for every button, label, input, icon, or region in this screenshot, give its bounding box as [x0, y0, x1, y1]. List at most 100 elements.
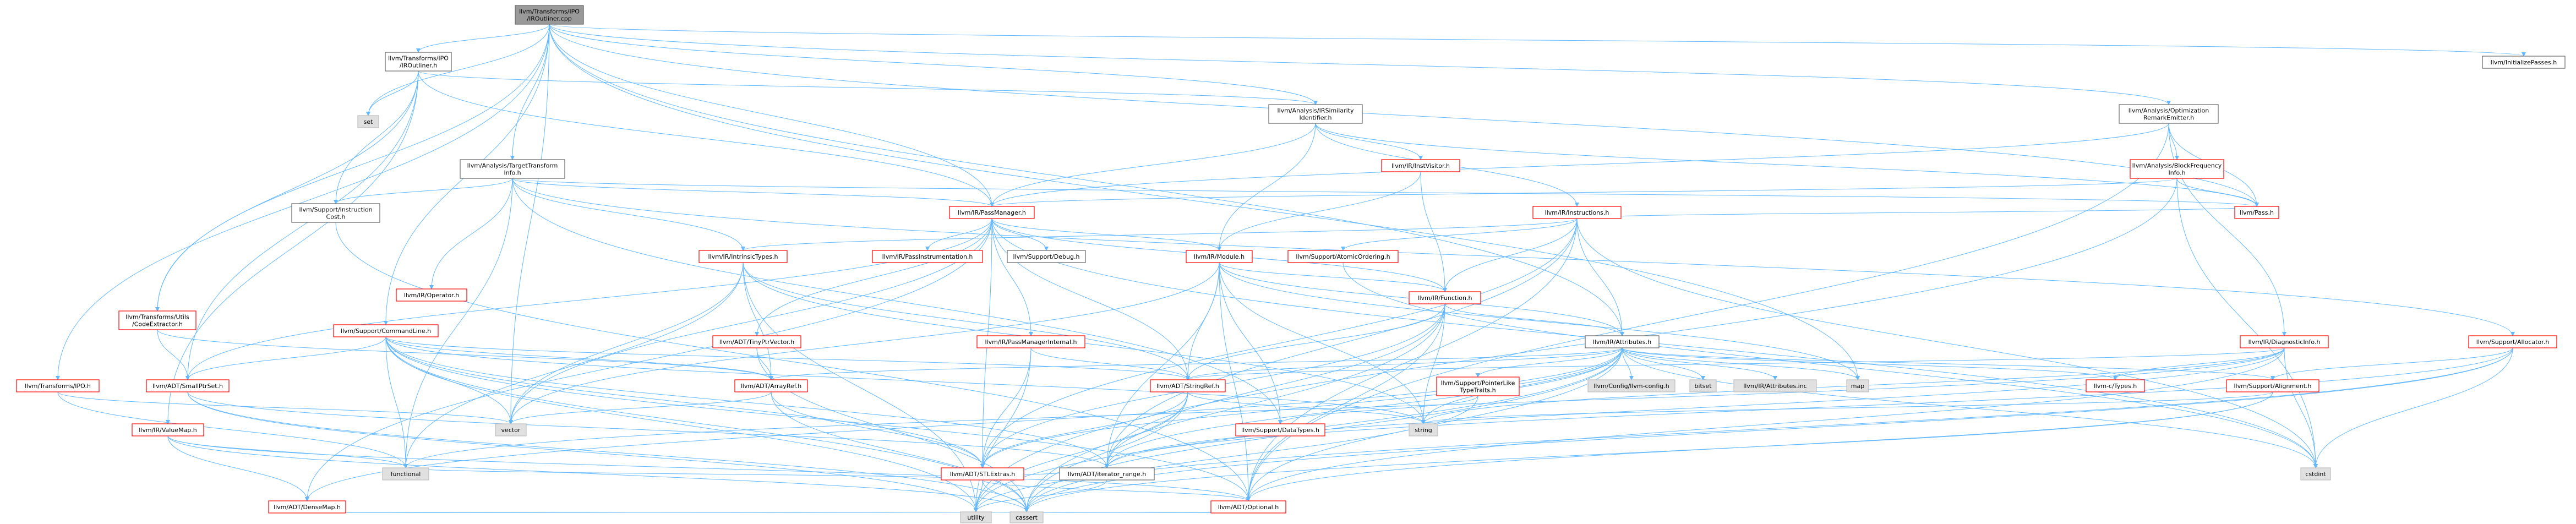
- edge-root-to-set: [366, 24, 550, 116]
- node-arrayref[interactable]: llvm/ADT/ArrayRef.h: [734, 379, 808, 392]
- node-box-tti: [460, 159, 565, 179]
- node-map[interactable]: map: [1846, 379, 1869, 392]
- node-set[interactable]: set: [357, 115, 379, 128]
- edge-attributes-to-stringref: [1186, 347, 1623, 380]
- edge-arrayref-to-vector: [509, 391, 772, 424]
- edge-irsim-to-passmanager: [990, 123, 1316, 207]
- node-attributes[interactable]: llvm/IR/Attributes.h: [1585, 335, 1660, 348]
- node-box-ipo: [16, 379, 100, 392]
- edge-stlextras-to-cassert: [982, 479, 1029, 512]
- edge-blockfreq-to-passmanager: [990, 178, 2177, 207]
- node-datatypes[interactable]: llvm/Support/DataTypes.h: [1235, 423, 1325, 436]
- node-passinstr[interactable]: llvm/IR/PassInstrumentation.h: [872, 250, 983, 263]
- node-box-set: [357, 115, 379, 128]
- node-ipo[interactable]: llvm/Transforms/IPO.h: [16, 379, 100, 392]
- edge-iroutliner_h-to-valuemap: [166, 70, 419, 424]
- node-label-irsim-1: Identifier.h: [1299, 114, 1331, 122]
- edge-valuemap-to-optional: [167, 435, 1251, 501]
- node-instructions[interactable]: llvm/IR/Instructions.h: [1532, 206, 1622, 219]
- node-label-optremark-1: RemarkEmitter.h: [2143, 114, 2194, 122]
- node-diaginfo[interactable]: llvm/IR/DiagnosticInfo.h: [2240, 335, 2329, 348]
- edge-tti-to-functional: [403, 178, 513, 468]
- node-cstdint[interactable]: cstdint: [2300, 467, 2331, 481]
- node-instvisitor[interactable]: llvm/IR/InstVisitor.h: [1381, 159, 1460, 172]
- node-allocator[interactable]: llvm/Support/Allocator.h: [2468, 335, 2557, 348]
- node-stlextras[interactable]: llvm/ADT/STLExtras.h: [941, 467, 1024, 481]
- edge-module-to-optional: [1219, 262, 1251, 501]
- node-pminternal[interactable]: llvm/IR/PassManagerInternal.h: [976, 335, 1085, 348]
- node-debug[interactable]: llvm/Support/Debug.h: [1007, 250, 1086, 263]
- node-iroutliner_h[interactable]: llvm/Transforms/IPO/IROutliner.h: [385, 52, 452, 72]
- node-intrinsictypes[interactable]: llvm/IR/IntrinsicTypes.h: [698, 250, 788, 263]
- node-label-pminternal-0: llvm/IR/PassManagerInternal.h: [985, 339, 1077, 346]
- node-module[interactable]: llvm/IR/Module.h: [1186, 250, 1253, 263]
- node-label-blockfreq-0: llvm/Analysis/BlockFrequency: [2132, 162, 2222, 170]
- node-box-bitset: [1689, 379, 1717, 392]
- node-box-string: [1409, 423, 1438, 436]
- node-box-allocator: [2468, 335, 2557, 348]
- node-box-attributes: [1585, 335, 1660, 348]
- node-atomicordering[interactable]: llvm/Support/AtomicOrdering.h: [1287, 250, 1399, 263]
- node-box-passmanager: [949, 206, 1035, 219]
- node-attributesinc[interactable]: llvm/IR/Attributes.inc: [1733, 379, 1817, 392]
- node-bitset[interactable]: bitset: [1689, 379, 1717, 392]
- node-label-stringref-0: llvm/ADT/StringRef.h: [1156, 383, 1219, 390]
- node-optional[interactable]: llvm/ADT/Optional.h: [1210, 500, 1286, 514]
- edge-root-to-attributes: [549, 24, 1624, 336]
- node-box-attributesinc: [1733, 379, 1817, 392]
- edge-tti-to-allocator: [512, 178, 2515, 336]
- node-functional[interactable]: functional: [382, 467, 429, 481]
- node-alignment[interactable]: llvm/Support/Alignment.h: [2226, 379, 2320, 392]
- edge-instructions-to-stlextras: [980, 218, 1578, 468]
- node-densemap[interactable]: llvm/ADT/DenseMap.h: [268, 500, 346, 514]
- edge-iroutliner_h-to-smallptrset: [185, 70, 419, 380]
- node-string[interactable]: string: [1409, 423, 1438, 436]
- node-label-set-0: set: [364, 118, 373, 125]
- node-smallptrset[interactable]: llvm/ADT/SmallPtrSet.h: [146, 379, 230, 392]
- node-label-initpasses-0: llvm/InitializePasses.h: [2491, 59, 2557, 66]
- node-cassert[interactable]: cassert: [1009, 511, 1044, 523]
- node-operator[interactable]: llvm/IR/Operator.h: [396, 288, 467, 302]
- node-tinyptrvector[interactable]: llvm/ADT/TinyPtrVector.h: [712, 335, 801, 348]
- node-codeextractor[interactable]: llvm/Transforms/Utils/CodeExtractor.h: [118, 310, 197, 330]
- node-valuemap[interactable]: llvm/IR/ValueMap.h: [132, 423, 204, 436]
- node-commandline[interactable]: llvm/Support/CommandLine.h: [333, 324, 439, 337]
- node-vector[interactable]: vector: [495, 423, 527, 436]
- node-box-commandline: [333, 324, 439, 337]
- node-label-ptrliketypetraits-0: llvm/Support/PointerLike: [1441, 380, 1515, 387]
- node-ctypes[interactable]: llvm-c/Types.h: [2086, 379, 2145, 392]
- node-stringref[interactable]: llvm/ADT/StringRef.h: [1150, 379, 1226, 392]
- node-passmanager[interactable]: llvm/IR/PassManager.h: [949, 206, 1035, 219]
- edge-root-to-map: [549, 24, 1860, 380]
- edge-root-to-vector: [509, 24, 550, 424]
- node-iteratorrange[interactable]: llvm/ADT/iterator_range.h: [1059, 467, 1155, 481]
- node-pass[interactable]: llvm/Pass.h: [2234, 206, 2279, 219]
- edge-root-to-initpasses: [549, 24, 2526, 57]
- edge-tti-to-operator: [429, 178, 513, 290]
- node-label-alignment-0: llvm/Support/Alignment.h: [2234, 383, 2311, 390]
- node-optremark[interactable]: llvm/Analysis/OptimizationRemarkEmitter.…: [2119, 104, 2219, 124]
- edge-irsim-to-module: [1217, 123, 1316, 251]
- node-root[interactable]: llvm/Transforms/IPO/IROutliner.cpp: [515, 5, 584, 25]
- node-label-intrinsictypes-0: llvm/IR/IntrinsicTypes.h: [708, 253, 778, 260]
- node-label-vector-0: vector: [501, 427, 521, 434]
- node-box-iteratorrange: [1059, 467, 1155, 481]
- edge-smallptrset-to-utility: [187, 391, 978, 512]
- node-box-valuemap: [132, 423, 204, 436]
- edge-commandline-to-optional: [385, 336, 1251, 501]
- node-label-configllvm-0: llvm/Config/llvm-config.h: [1593, 383, 1669, 390]
- node-initpasses[interactable]: llvm/InitializePasses.h: [2482, 56, 2566, 69]
- edge-intrinsictypes-to-stringref: [743, 262, 1190, 380]
- edge-densemap-to-cassert: [307, 511, 1027, 516]
- edge-allocator-to-utility: [974, 347, 2513, 512]
- edge-optremark-to-diaginfo: [2168, 123, 2286, 336]
- edge-module-to-map: [1219, 262, 1860, 380]
- node-function[interactable]: llvm/IR/Function.h: [1409, 291, 1481, 304]
- node-configllvm[interactable]: llvm/Config/llvm-config.h: [1587, 379, 1676, 392]
- node-utility[interactable]: utility: [960, 511, 992, 523]
